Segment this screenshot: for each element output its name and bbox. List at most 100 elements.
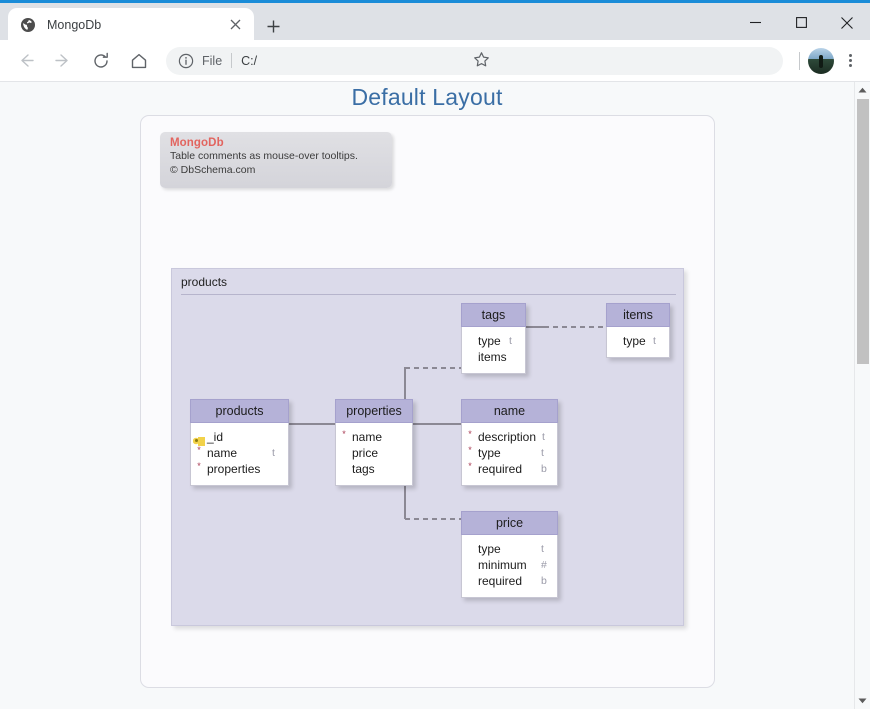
url-text: C:/ xyxy=(241,53,258,68)
entity-table-header: properties xyxy=(335,399,413,423)
legend-title: MongoDb xyxy=(170,137,224,149)
toolbar-right-group xyxy=(791,47,864,75)
star-icon[interactable] xyxy=(473,51,493,71)
entity-field-row: * description t xyxy=(462,429,557,445)
maximize-icon[interactable] xyxy=(778,6,824,39)
entity-table-header: products xyxy=(190,399,289,423)
entity-field-name: required xyxy=(478,462,523,476)
entity-field-row: * type t xyxy=(462,445,557,461)
entity-field-name: type xyxy=(478,334,501,348)
entity-field-row: _id xyxy=(191,429,288,446)
diagram-card: MongoDb Table comments as mouse-over too… xyxy=(140,115,715,688)
back-arrow-icon[interactable] xyxy=(8,44,42,78)
address-divider xyxy=(231,53,233,68)
group-title: products xyxy=(181,275,228,289)
entity-field-type: t xyxy=(509,335,512,347)
entity-field-type: t xyxy=(542,431,545,443)
home-icon[interactable] xyxy=(122,44,156,78)
entity-table-fields: _id * name t * properties xyxy=(190,423,289,486)
relationship-connectors xyxy=(289,326,606,520)
three-dots-menu-icon[interactable] xyxy=(836,47,864,75)
entity-field-row: price xyxy=(336,445,412,461)
entity-field-name: properties xyxy=(207,462,261,476)
vertical-scrollbar[interactable] xyxy=(854,82,870,709)
schema-group-products: products products _id xyxy=(171,268,684,626)
entity-field-type: t xyxy=(541,447,544,459)
page-title: Default Layout xyxy=(351,84,503,110)
entity-field-name: name xyxy=(352,430,383,444)
toolbar-divider xyxy=(799,51,800,70)
entity-field-row: * properties xyxy=(191,461,288,477)
entity-table-header: items xyxy=(606,303,670,327)
browser-toolbar: File C:/ xyxy=(0,40,870,82)
page-viewport: Default Layout MongoDb Table comments as… xyxy=(0,82,870,709)
globe-icon xyxy=(20,17,36,33)
required-marker: * xyxy=(197,460,201,471)
entity-field-name: description xyxy=(478,430,537,444)
close-icon[interactable] xyxy=(224,14,246,36)
url-scheme-label: File xyxy=(202,53,223,68)
entity-field-name: type xyxy=(478,446,501,460)
profile-avatar[interactable] xyxy=(808,47,834,74)
scrollbar-thumb[interactable] xyxy=(857,99,869,364)
forward-arrow-icon[interactable] xyxy=(46,44,80,78)
required-marker: * xyxy=(468,428,472,439)
new-tab-button[interactable] xyxy=(260,13,286,39)
required-marker: * xyxy=(197,444,201,455)
browser-tab[interactable]: MongoDb xyxy=(8,8,254,41)
scroll-up-arrow-icon[interactable] xyxy=(855,82,870,98)
window-controls xyxy=(732,6,870,39)
entity-field-row: tags xyxy=(336,461,412,477)
entity-field-name: name xyxy=(207,446,238,460)
window-accent-bar xyxy=(0,0,870,3)
entity-field-name: type xyxy=(478,542,501,556)
minimize-icon[interactable] xyxy=(732,6,778,39)
tab-title: MongoDb xyxy=(47,17,102,32)
entity-field-type: t xyxy=(653,335,656,347)
entity-field-type: t xyxy=(541,543,544,555)
entity-field-name: minimum xyxy=(478,558,527,572)
required-marker: * xyxy=(468,444,472,455)
entity-field-name: tags xyxy=(352,462,375,476)
required-marker: * xyxy=(342,428,346,439)
entity-field-row: minimum # xyxy=(462,557,557,573)
legend-box: MongoDb Table comments as mouse-over too… xyxy=(160,132,392,188)
entity-field-type: # xyxy=(541,559,547,571)
entity-field-row: type t xyxy=(462,541,557,557)
window-close-icon[interactable] xyxy=(824,6,870,39)
entity-field-name: _id xyxy=(207,430,224,444)
entity-table-header: price xyxy=(461,511,558,535)
entity-table[interactable]: products _id * name t * properties xyxy=(190,399,289,486)
entity-table[interactable]: properties * name price tags xyxy=(335,399,413,486)
required-marker: * xyxy=(468,460,472,471)
entity-table-fields: * name price tags xyxy=(335,423,413,486)
entity-field-row: * name xyxy=(336,429,412,445)
address-bar[interactable]: File C:/ xyxy=(166,46,783,75)
reload-icon[interactable] xyxy=(84,44,118,78)
entity-field-type: t xyxy=(272,447,275,459)
legend-line-1: Table comments as mouse-over tooltips. xyxy=(170,150,358,162)
entity-field-row: items xyxy=(462,349,525,365)
entity-table-header: name xyxy=(461,399,558,423)
entity-field-name: price xyxy=(352,446,379,460)
group-title-rule xyxy=(181,294,676,295)
entity-field-row: * name t xyxy=(191,445,288,461)
info-circle-icon[interactable] xyxy=(178,53,194,69)
legend-line-2: © DbSchema.com xyxy=(170,164,256,176)
entity-field-name: required xyxy=(478,574,523,588)
entity-field-name: type xyxy=(623,334,646,348)
scroll-down-arrow-icon[interactable] xyxy=(855,693,870,709)
